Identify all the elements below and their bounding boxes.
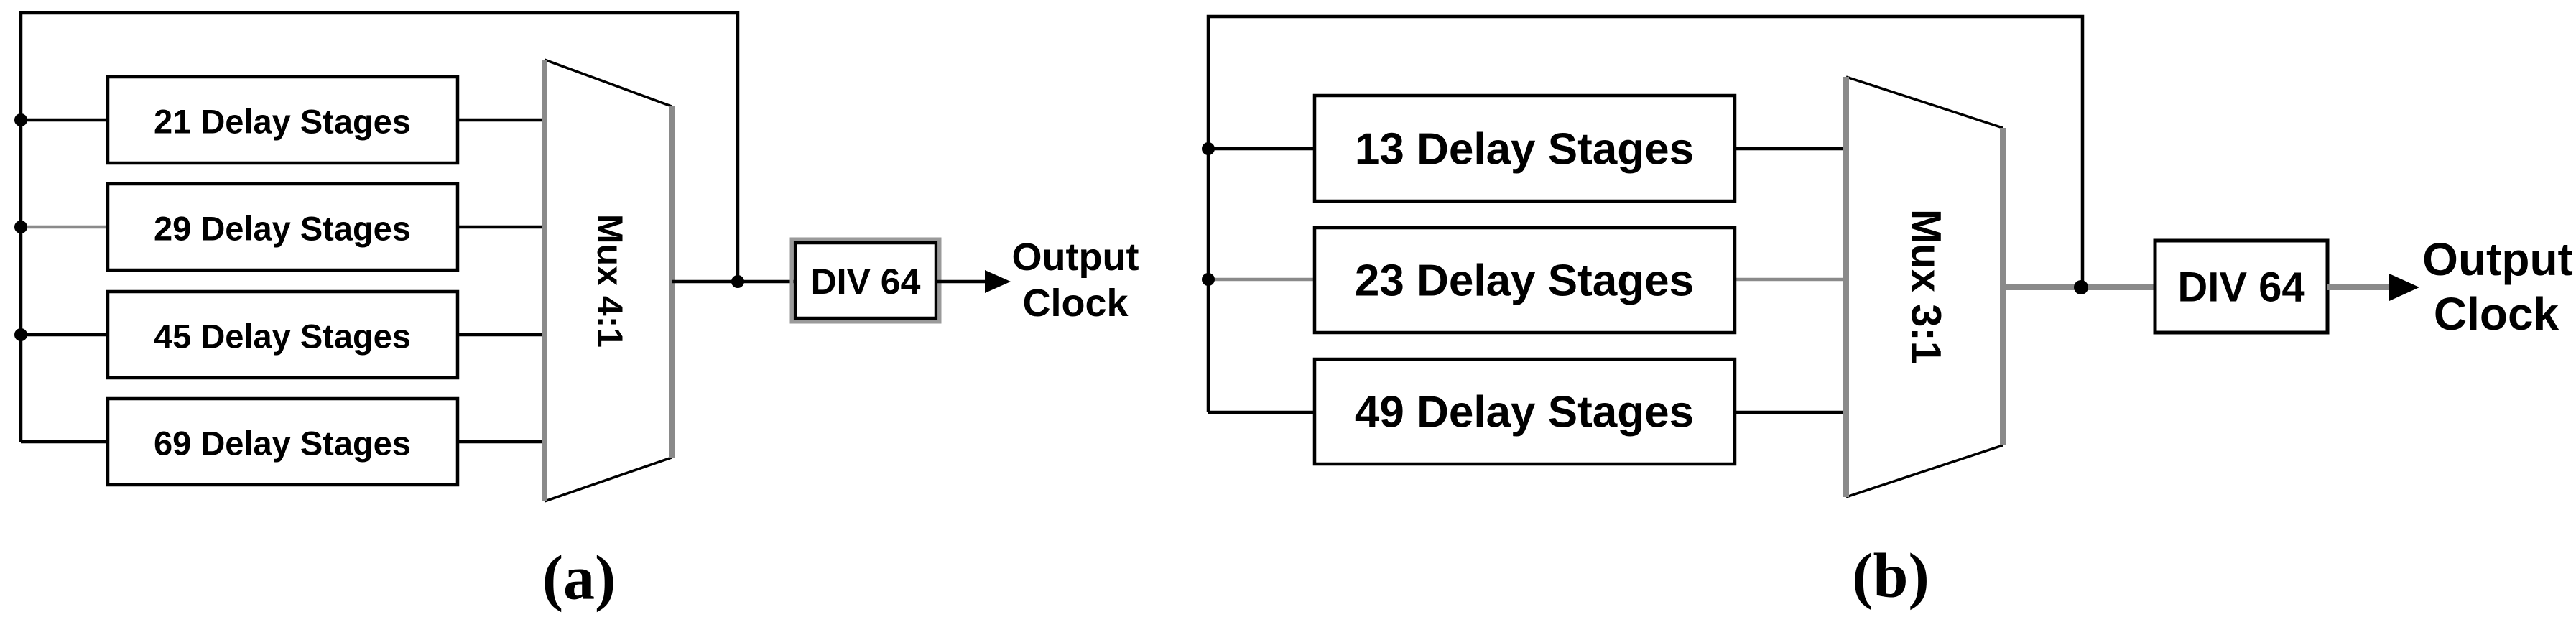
output-clock-label: Output Clock xyxy=(1012,236,1139,325)
delay-box-label: 29 Delay Stages xyxy=(154,210,411,248)
diagram-b: 13 Delay Stages 23 Delay Stages 49 Delay… xyxy=(1202,14,2573,611)
junction-dot xyxy=(731,275,744,288)
delay-box: 69 Delay Stages xyxy=(106,396,460,487)
divider-label: DIV 64 xyxy=(2177,264,2304,311)
mux-label: Mux 4:1 xyxy=(590,214,630,348)
delay-box: 21 Delay Stages xyxy=(106,75,460,165)
arrowhead-icon xyxy=(985,270,1011,293)
delay-box: 29 Delay Stages xyxy=(106,182,460,272)
svg-text:Clock: Clock xyxy=(1022,282,1129,325)
mux-shape: Mux 3:1 xyxy=(1843,75,2006,498)
delay-box: 13 Delay Stages xyxy=(1312,93,1737,203)
junction-dot xyxy=(14,328,27,341)
delay-box-label: 13 Delay Stages xyxy=(1355,125,1694,175)
junction-dot xyxy=(14,113,27,126)
mux-shape: Mux 4:1 xyxy=(542,58,675,503)
delay-box: 49 Delay Stages xyxy=(1312,357,1737,466)
delay-box: 23 Delay Stages xyxy=(1312,226,1737,335)
junction-dot xyxy=(1202,273,1215,286)
delay-box-label: 23 Delay Stages xyxy=(1355,256,1694,306)
svg-text:Output: Output xyxy=(1012,236,1139,279)
feedback-wire xyxy=(1206,14,2085,412)
divider-box: DIV 64 xyxy=(789,237,942,324)
figure-label-b: (b) xyxy=(1852,542,1929,611)
divider-box: DIV 64 xyxy=(2153,238,2330,335)
diagram-a: 21 Delay Stages 29 Delay Stages 45 Delay… xyxy=(14,11,1139,613)
junction-dot xyxy=(2074,280,2088,294)
delay-box: 45 Delay Stages xyxy=(106,289,460,380)
delay-box-label: 49 Delay Stages xyxy=(1355,388,1694,437)
delay-box-label: 45 Delay Stages xyxy=(154,317,411,356)
figure-label-a: (a) xyxy=(542,544,616,613)
junction-dot xyxy=(14,221,27,233)
mux-label: Mux 3:1 xyxy=(1903,209,1950,364)
junction-dot xyxy=(1202,142,1215,155)
svg-text:Output: Output xyxy=(2422,233,2573,285)
svg-text:Clock: Clock xyxy=(2434,288,2559,340)
divider-label: DIV 64 xyxy=(811,261,921,302)
output-clock-label: Output Clock xyxy=(2422,233,2573,340)
delay-box-label: 21 Delay Stages xyxy=(154,103,411,141)
delay-box-label: 69 Delay Stages xyxy=(154,425,411,463)
arrowhead-icon xyxy=(2389,274,2419,301)
